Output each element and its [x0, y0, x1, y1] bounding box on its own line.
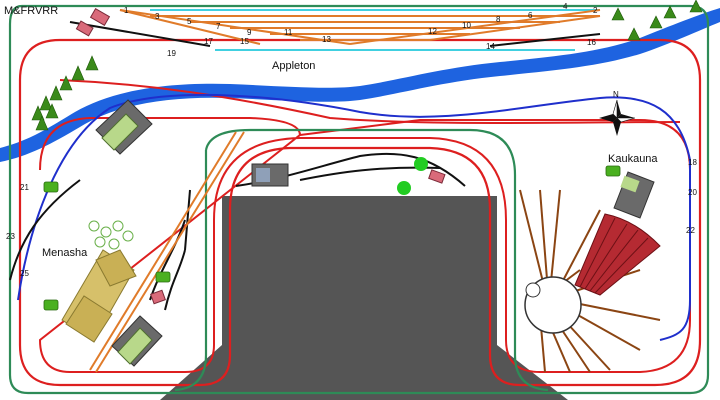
switch-number: 5: [187, 17, 192, 26]
switch-number: 21: [20, 183, 29, 192]
switch-number: 6: [528, 11, 533, 20]
compass-north-label: N: [613, 90, 619, 99]
roundhouse: [574, 213, 661, 296]
appleton-yard: [119, 9, 601, 45]
place-appleton: Appleton: [272, 60, 315, 72]
switch-number: 2: [593, 6, 598, 15]
switch-number: 22: [686, 226, 695, 235]
switch-number: 13: [322, 35, 331, 44]
kaukauna-depot: [613, 171, 655, 219]
inner-green-loop: [174, 128, 549, 392]
place-kaukauna: Kaukauna: [608, 153, 658, 165]
red-middle-track: [59, 79, 681, 124]
center-structure: [251, 163, 289, 187]
menasha-engine-house: [95, 99, 153, 155]
switch-number: 3: [155, 12, 160, 21]
turntable-pit: [525, 282, 541, 298]
switch-number: 19: [167, 49, 176, 58]
switch-number: 17: [204, 37, 213, 46]
switch-number: 14: [486, 42, 495, 51]
rolling-stock: [75, 7, 446, 305]
signal-marker: [414, 157, 428, 171]
blue-branch-line: [17, 93, 691, 341]
place-menasha: Menasha: [42, 247, 88, 259]
switch-number: 9: [247, 28, 252, 37]
inner-red-loop: [38, 117, 691, 373]
trees: [31, 0, 703, 131]
menasha-industry: [61, 249, 137, 343]
switch-number: 8: [496, 15, 501, 24]
aisle-floor: [160, 196, 568, 400]
switch-number: 11: [284, 28, 293, 37]
roundhouse-stalls: [579, 217, 649, 294]
outer-green-loop: [8, 4, 710, 395]
switch-number: 1: [124, 6, 129, 15]
menasha-shrubs: [88, 220, 134, 250]
switch-number: 4: [563, 2, 568, 11]
switch-number: 20: [688, 188, 697, 197]
green-car-groups: [43, 165, 621, 311]
switch-number: 15: [240, 37, 249, 46]
menasha-lower-engine-house: [111, 315, 163, 367]
switch-number: 10: [462, 21, 471, 30]
switch-number: 25: [20, 269, 29, 278]
layout-title: M&FRVRR: [4, 5, 58, 17]
switch-number: 7: [216, 22, 221, 31]
switch-number: 12: [428, 27, 437, 36]
switch-number: 18: [688, 158, 697, 167]
menasha-leads: [89, 131, 245, 373]
compass-rose-icon: [599, 99, 636, 136]
switch-number: 23: [6, 232, 15, 241]
signal-marker: [397, 181, 411, 195]
main-red-loop: [18, 38, 702, 387]
switch-number: 16: [587, 38, 596, 47]
